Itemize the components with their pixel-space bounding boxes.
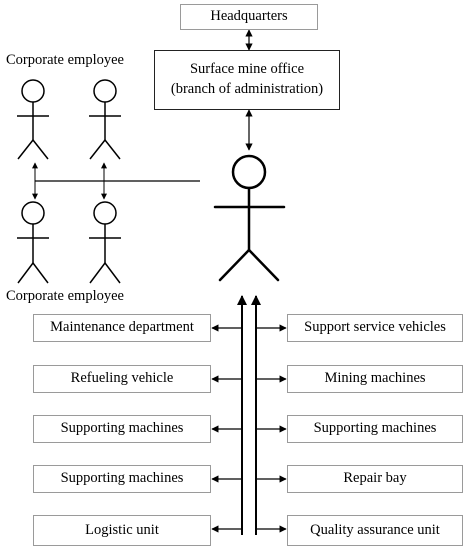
unit-supporting-machines-left-2: Supporting machines: [33, 465, 211, 493]
unit-supporting-machines-right: Supporting machines: [287, 415, 463, 443]
unit-mining-machines: Mining machines: [287, 365, 463, 393]
corporate-employee-icon: [17, 79, 49, 160]
unit-logistic: Logistic unit: [33, 515, 211, 546]
corporate-employee-icon: [89, 79, 121, 160]
headquarters-label: Headquarters: [210, 8, 288, 25]
unit-quality-assurance: Quality assurance unit: [287, 515, 463, 546]
unit-refueling-vehicle: Refueling vehicle: [33, 365, 211, 393]
main-person-icon: [213, 154, 286, 282]
corporate-employee-icon: [17, 201, 49, 284]
corporate-employee-icon: [89, 201, 121, 284]
office-title: Surface mine office: [189, 61, 305, 78]
unit-supporting-machines-left-1: Supporting machines: [33, 415, 211, 443]
corporate-employee-label-top: Corporate employee: [6, 52, 124, 68]
corporate-employee-label-bottom: Corporate employee: [6, 288, 124, 304]
unit-support-service-vehicles: Support service vehicles: [287, 314, 463, 342]
headquarters-box: Headquarters: [180, 4, 318, 30]
unit-repair-bay: Repair bay: [287, 465, 463, 493]
office-subtitle: (branch of administration): [170, 81, 324, 97]
surface-mine-office-box: Surface mine office (branch of administr…: [154, 50, 340, 110]
unit-maintenance-department: Maintenance department: [33, 314, 211, 342]
